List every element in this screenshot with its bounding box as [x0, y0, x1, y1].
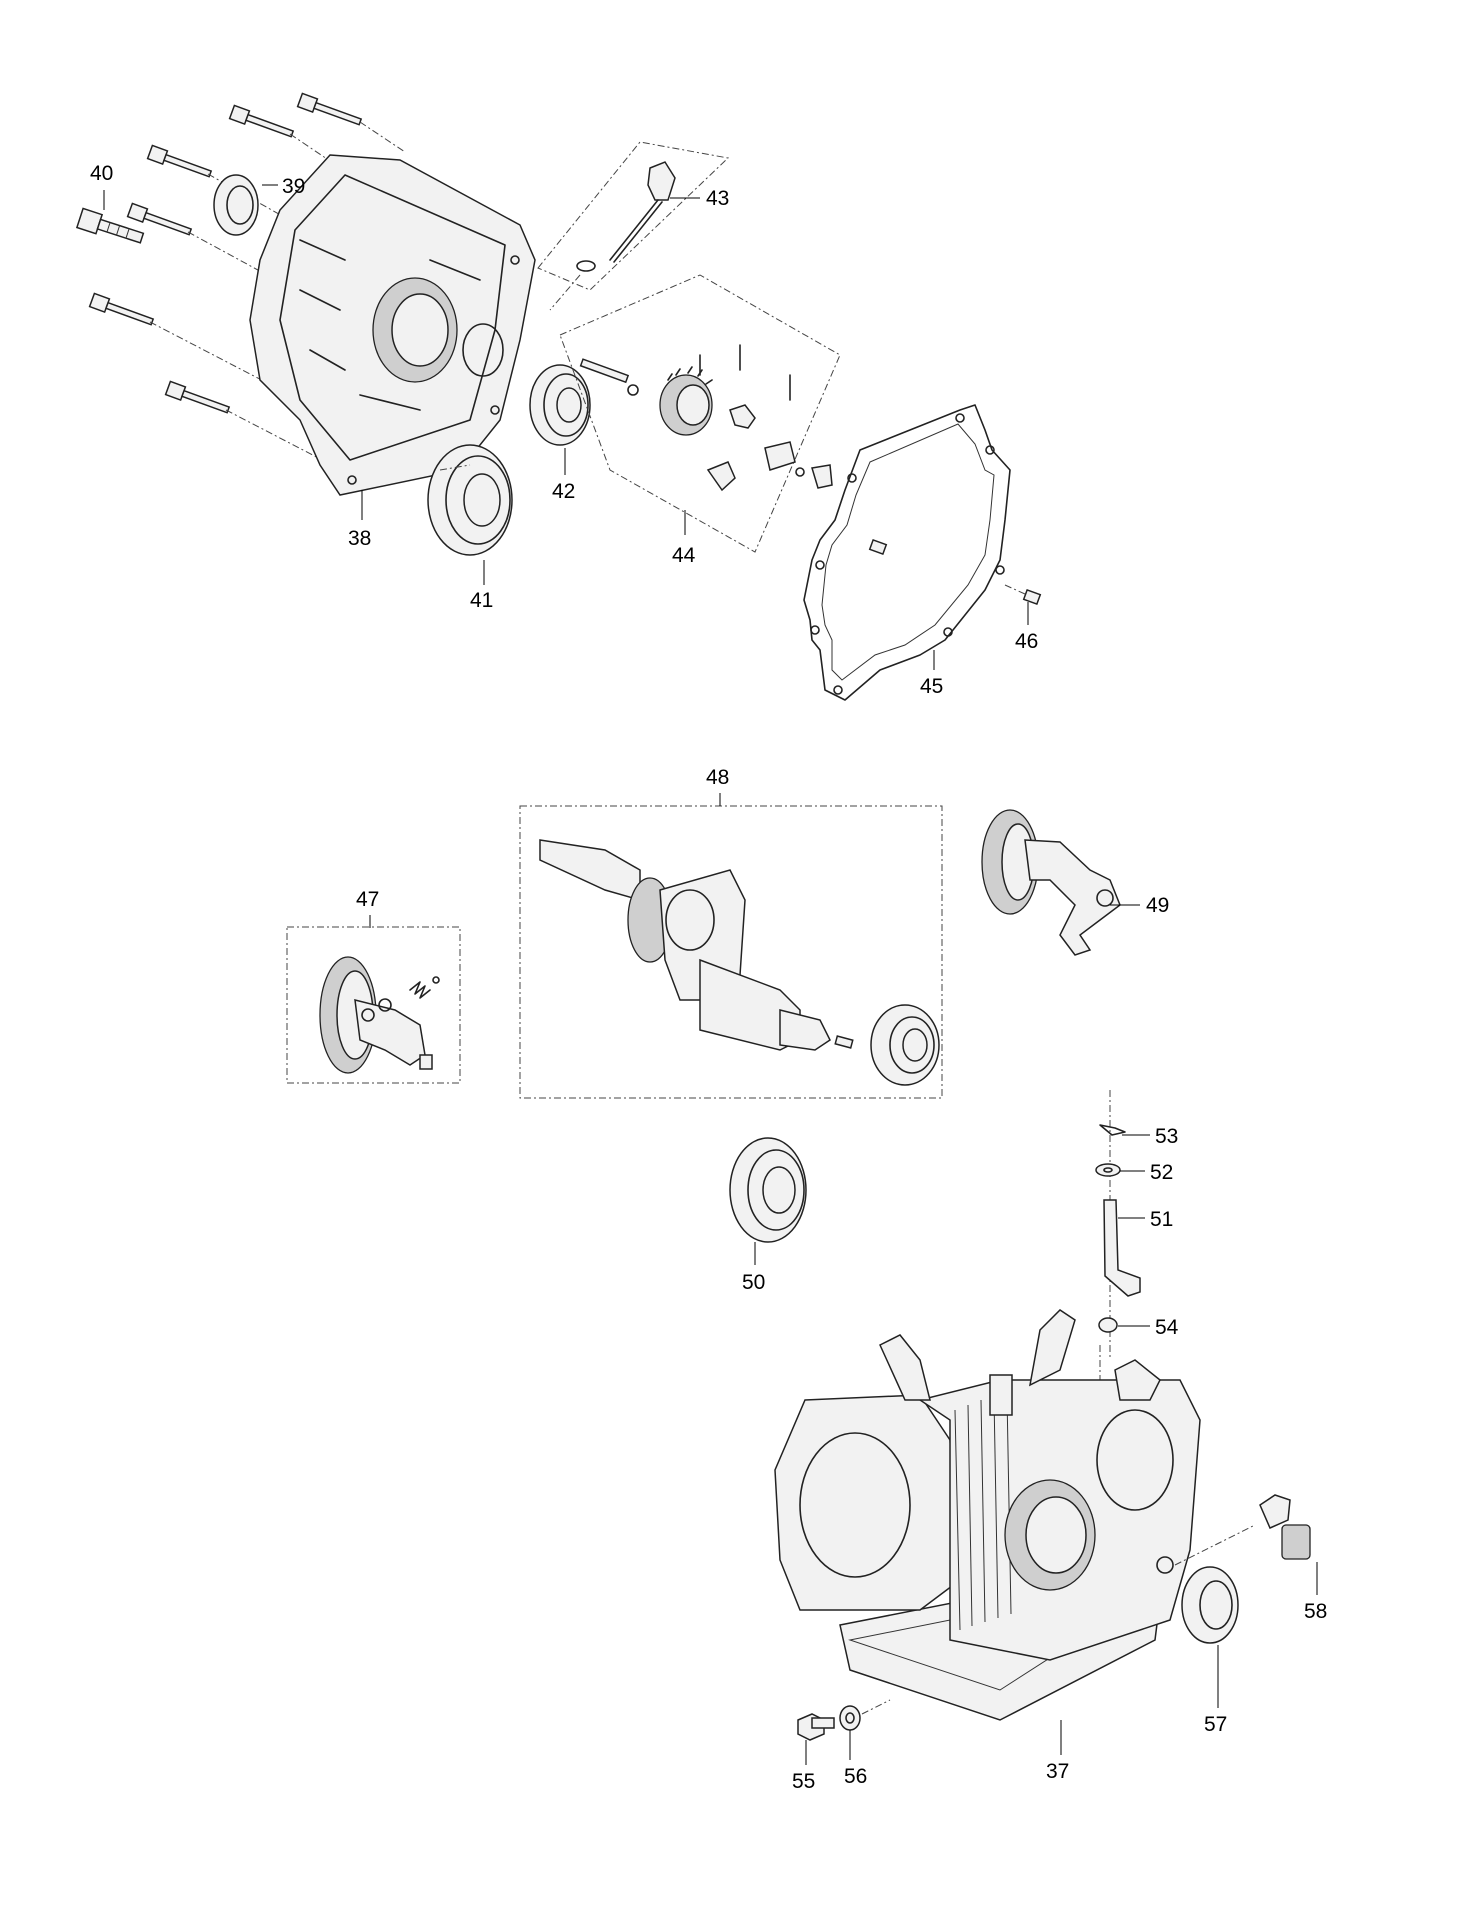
- label-39: 39: [282, 175, 305, 198]
- dowel-pin-46: [1004, 584, 1042, 606]
- label-51: 51: [1150, 1208, 1173, 1231]
- label-46: 46: [1015, 630, 1038, 653]
- label-53: 53: [1155, 1125, 1178, 1148]
- bearing-41: [427, 444, 513, 556]
- crankshaft-group-48: [519, 805, 943, 1099]
- bearing-50: [729, 1137, 807, 1243]
- label-56: 56: [844, 1765, 867, 1788]
- washer-54: [1098, 1317, 1118, 1333]
- label-54: 54: [1155, 1316, 1179, 1339]
- label-44: 44: [672, 544, 696, 567]
- label-52: 52: [1150, 1161, 1173, 1184]
- oil-seal-39: [213, 174, 259, 236]
- leader-lines: [103, 184, 1318, 1765]
- part-58-group: [1174, 1494, 1311, 1566]
- label-40: 40: [90, 162, 113, 185]
- drain-bolt-55: [797, 1713, 835, 1741]
- governor-arm-parts: [1095, 1090, 1141, 1385]
- label-55: 55: [792, 1770, 815, 1793]
- part-labels: 37 38 39 40 41 42 43 44 45 46 47 48 49 5…: [90, 162, 1327, 1793]
- camshaft-group-47: [286, 926, 461, 1084]
- label-42: 42: [552, 480, 575, 503]
- flange-bolt-40: [75, 207, 145, 244]
- label-58: 58: [1304, 1600, 1327, 1623]
- crankcase-cover-group: [75, 92, 591, 556]
- oil-dipstick-group-43: [537, 141, 730, 311]
- crankcase-cover-38: [249, 154, 536, 496]
- clip-53: [1099, 1124, 1126, 1136]
- governor-arm-51: [1103, 1199, 1141, 1297]
- label-38: 38: [348, 527, 371, 550]
- bearing-42: [529, 364, 591, 446]
- governor-group-44: [559, 274, 841, 553]
- cover-bolts: [88, 92, 406, 465]
- cylinder-block-37: [774, 1309, 1201, 1721]
- label-57: 57: [1204, 1713, 1227, 1736]
- oil-seal-57: [1181, 1566, 1239, 1644]
- washer-56: [839, 1699, 891, 1731]
- label-49: 49: [1146, 894, 1169, 917]
- washer-52: [1095, 1163, 1121, 1177]
- label-50: 50: [742, 1271, 765, 1294]
- label-47: 47: [356, 888, 379, 911]
- gasket-45: [803, 404, 1011, 701]
- balancer-group-49: [981, 809, 1121, 956]
- label-37: 37: [1046, 1760, 1069, 1783]
- label-41: 41: [470, 589, 493, 612]
- label-48: 48: [706, 766, 729, 789]
- label-45: 45: [920, 675, 943, 698]
- label-43: 43: [706, 187, 729, 210]
